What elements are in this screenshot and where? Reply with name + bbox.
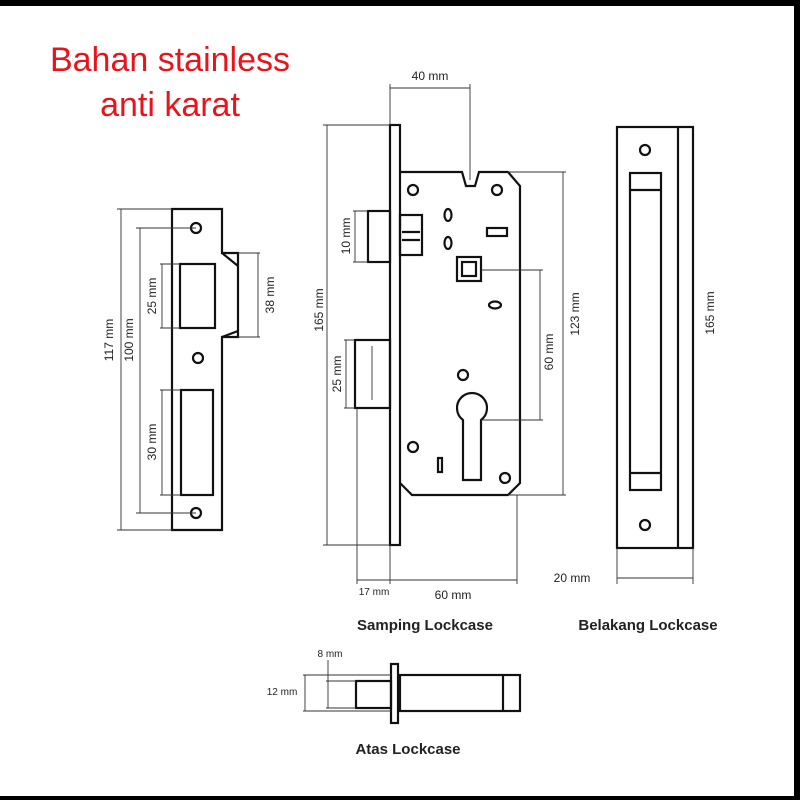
top-lockcase	[303, 660, 522, 725]
right-border	[794, 0, 800, 800]
dim-60-backset: 60 mm	[435, 588, 472, 602]
dim-8: 8 mm	[318, 649, 343, 660]
caption-samping: Samping Lockcase	[357, 617, 493, 634]
strike-plate	[117, 207, 260, 532]
dim-165-back: 165 mm	[703, 291, 717, 334]
dim-12: 12 mm	[267, 687, 298, 698]
dim-165-side: 165 mm	[312, 288, 326, 331]
dim-123: 123 mm	[568, 292, 582, 335]
dim-25-side: 25 mm	[330, 356, 344, 393]
caption-atas: Atas Lockcase	[355, 741, 460, 758]
dim-25-strike: 25 mm	[145, 278, 159, 315]
dim-38: 38 mm	[263, 277, 277, 314]
bottom-border	[0, 796, 800, 800]
dim-30: 30 mm	[145, 424, 159, 461]
dim-10: 10 mm	[339, 218, 353, 255]
dim-60-center: 60 mm	[542, 334, 556, 371]
dim-20: 20 mm	[554, 571, 591, 585]
caption-belakang: Belakang Lockcase	[578, 617, 717, 634]
title-line2: anti karat	[100, 86, 240, 124]
dim-17: 17 mm	[359, 587, 390, 598]
title-line1: Bahan stainless	[50, 41, 290, 79]
dim-100: 100 mm	[122, 318, 136, 361]
dim-117: 117 mm	[102, 319, 116, 361]
side-lockcase	[323, 84, 566, 584]
dim-40: 40 mm	[412, 69, 449, 83]
top-border	[0, 0, 800, 6]
back-lockcase	[615, 125, 695, 584]
